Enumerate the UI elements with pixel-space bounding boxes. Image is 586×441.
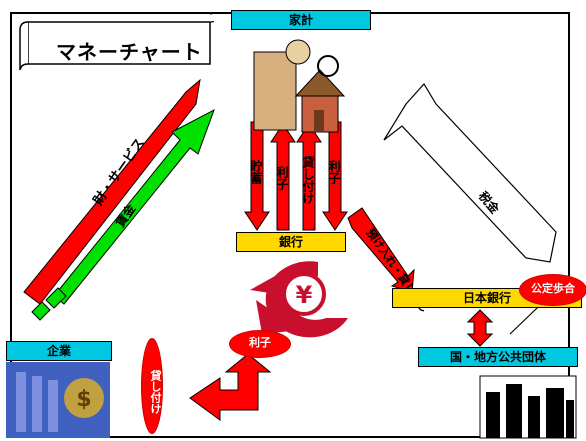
interest-up-label: 利子 [275,166,289,190]
svg-text:$: $ [76,387,91,412]
house-icon [253,39,346,133]
interest-down-label: 利子 [327,160,341,184]
interest-down-arrow [322,121,348,231]
title-scroll: マネーチャート [14,12,219,73]
household-box: 家計 [231,10,371,30]
loans-company-oval: 貸し付け [141,338,163,434]
government-box: 国・地方公共団体 [418,347,578,367]
factory-icon: $ [6,362,110,438]
company-box: 企業 [6,341,112,361]
savings-label: 貯蓄 [249,160,263,184]
interest-up-arrow [270,123,296,231]
yen-logo-icon: ¥ [250,261,348,338]
page-title: マネーチャート [56,40,203,64]
official-rate-oval: 公定歩合 [519,274,586,306]
loans-down-label: 貸し付け [301,156,315,204]
svg-text:¥: ¥ [296,281,313,309]
savings-arrow [244,121,270,231]
goods-services-arrow [23,78,201,305]
scroll-shape [19,12,219,73]
boj-gov-arrow [466,309,494,347]
loans-down-arrow [296,123,322,231]
taxes-arrow [383,82,557,263]
city-icon [479,375,577,439]
interest-company-oval: 利子 [229,330,291,358]
bank-box: 銀行 [236,232,346,252]
wages-arrow [31,108,215,321]
loans-company-arrow [189,353,272,421]
